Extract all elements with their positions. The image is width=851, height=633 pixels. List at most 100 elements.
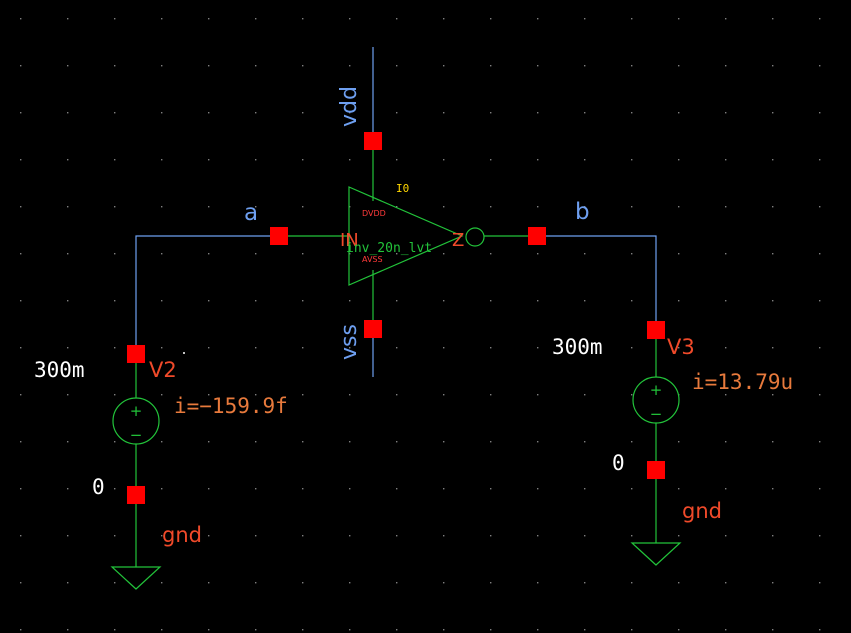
grid-dot [20, 394, 22, 396]
net-label-b[interactable]: b [575, 199, 590, 225]
grid-dot [537, 629, 539, 631]
source-left-value: 300m [34, 358, 85, 382]
pin-inverter-in[interactable] [270, 227, 288, 245]
grid-dot [819, 159, 821, 161]
grid-dot [161, 488, 163, 490]
source-right-symbol[interactable] [630, 330, 682, 566]
grid-dot [349, 18, 351, 20]
grid-dot [537, 206, 539, 208]
grid-dot [772, 253, 774, 255]
grid-dot [537, 159, 539, 161]
grid-dot [114, 394, 116, 396]
grid-dot [443, 159, 445, 161]
grid-dot [584, 629, 586, 631]
source-right-plus: + [650, 381, 663, 399]
grid-dot [114, 488, 116, 490]
grid-dot [443, 488, 445, 490]
grid-dot [67, 18, 69, 20]
grid-dot [490, 347, 492, 349]
net-label-a[interactable]: a [244, 200, 258, 226]
inverter-instance-label: I0 [396, 182, 409, 195]
grid-dot [67, 582, 69, 584]
grid-dot [396, 535, 398, 537]
grid-dot [161, 441, 163, 443]
grid-dot [20, 488, 22, 490]
grid-dot [161, 159, 163, 161]
grid-dot [631, 535, 633, 537]
grid-dot [302, 441, 304, 443]
pin-source-left-bottom[interactable] [127, 486, 145, 504]
source-left-minus: − [130, 426, 143, 444]
grid-dot [490, 253, 492, 255]
pin-inverter-out[interactable] [528, 227, 546, 245]
grid-dot [396, 582, 398, 584]
grid-dot [725, 159, 727, 161]
grid-dot [631, 65, 633, 67]
grid-dot [772, 159, 774, 161]
grid-dot [443, 65, 445, 67]
grid-dot [255, 347, 257, 349]
grid-dot [584, 300, 586, 302]
inverter-symbol[interactable] [279, 141, 537, 329]
grid-dot [208, 206, 210, 208]
grid-dot [114, 253, 116, 255]
pin-vdd[interactable] [364, 132, 382, 150]
grid-dot [490, 441, 492, 443]
grid-dot [161, 65, 163, 67]
grid-dot [20, 18, 22, 20]
grid-dot [255, 535, 257, 537]
grid-dot [255, 394, 257, 396]
grid-dot [114, 629, 116, 631]
grid-dot [725, 347, 727, 349]
pin-source-right-bottom[interactable] [647, 461, 665, 479]
grid-dot [631, 488, 633, 490]
grid-dot [678, 347, 680, 349]
grid-dot [67, 65, 69, 67]
grid-dot [443, 300, 445, 302]
pin-source-right-top[interactable] [647, 321, 665, 339]
grid-dot [490, 65, 492, 67]
grid-dot [161, 112, 163, 114]
grid-dot [584, 535, 586, 537]
grid-dot [678, 441, 680, 443]
grid-dot [302, 18, 304, 20]
grid-dot [631, 394, 633, 396]
grid-dot [349, 441, 351, 443]
grid-dot [302, 535, 304, 537]
grid-dot [114, 300, 116, 302]
grid-dot [114, 347, 116, 349]
grid-dot [772, 629, 774, 631]
grid-dot [490, 582, 492, 584]
grid-dot [208, 159, 210, 161]
grid-dot [631, 347, 633, 349]
grid-dot [114, 535, 116, 537]
grid-dot [443, 253, 445, 255]
grid-dot [208, 65, 210, 67]
wire-net-b[interactable] [537, 235, 657, 330]
grid-dot [208, 347, 210, 349]
grid-dot [114, 18, 116, 20]
net-label-vss[interactable]: vss [337, 324, 362, 360]
grid-dot [349, 535, 351, 537]
grid-dot [302, 206, 304, 208]
grid-dot [67, 253, 69, 255]
grid-dot [772, 300, 774, 302]
grid-dot [584, 112, 586, 114]
grid-dot [302, 629, 304, 631]
grid-dot [349, 300, 351, 302]
grid-dot [20, 112, 22, 114]
pin-vss[interactable] [364, 320, 382, 338]
grid-dot [208, 300, 210, 302]
source-left-symbol[interactable] [110, 354, 162, 590]
grid-dot [20, 65, 22, 67]
wire-net-a[interactable] [135, 235, 279, 354]
grid-dot [396, 347, 398, 349]
grid-dot [302, 488, 304, 490]
grid-dot [396, 300, 398, 302]
pin-source-left-top[interactable] [127, 345, 145, 363]
ground-left-icon [110, 566, 162, 590]
net-label-vdd[interactable]: vdd [337, 86, 362, 127]
grid-dot [678, 159, 680, 161]
grid-dot [678, 535, 680, 537]
grid-dot [819, 394, 821, 396]
